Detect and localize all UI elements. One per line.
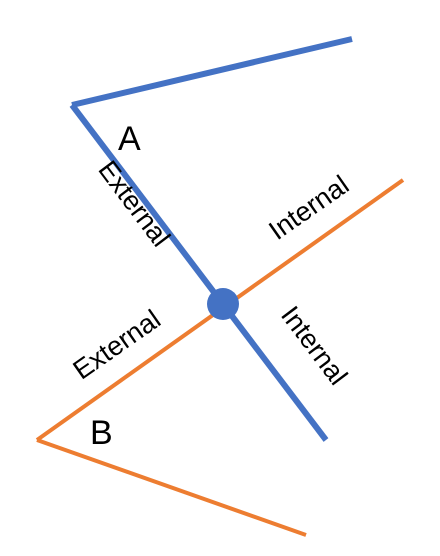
- label-point-a: A: [118, 120, 141, 158]
- label-internal-b: Internal: [263, 170, 354, 246]
- label-external-b: External: [68, 304, 166, 385]
- label-internal-a: Internal: [275, 301, 353, 391]
- line-b-lower-arm: [36, 438, 307, 537]
- pivot-point: [207, 288, 239, 320]
- line-a-main: [69, 103, 329, 442]
- line-a-upper-arm: [71, 36, 353, 108]
- label-point-b: B: [90, 414, 113, 452]
- label-external-a: External: [92, 155, 176, 252]
